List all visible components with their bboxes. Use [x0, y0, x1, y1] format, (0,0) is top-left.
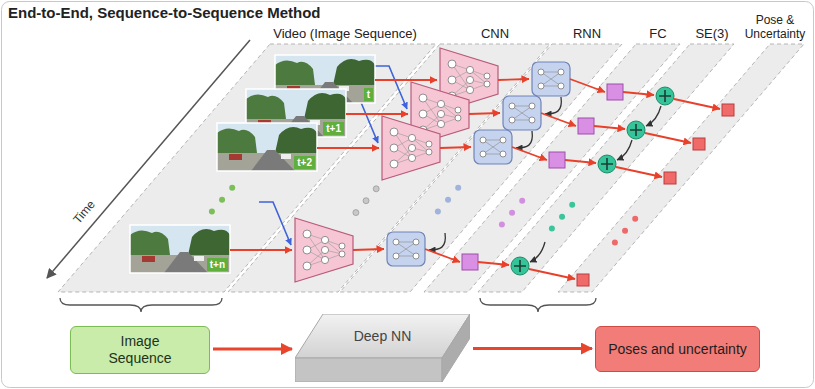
pipeline-illustration — [229, 185, 638, 222]
column-heading: SE(3) — [695, 26, 728, 41]
flow-arrow — [213, 347, 292, 350]
pipeline-illustration — [209, 209, 618, 246]
node-text-box: Image Sequence — [95, 333, 185, 367]
output-box: Poses and uncertainty — [595, 326, 760, 372]
input-box: Image Sequence — [70, 326, 210, 374]
frame-tag: t — [364, 88, 373, 101]
flow-arrow — [473, 347, 592, 350]
column-heading: FC — [649, 26, 666, 41]
column-panels — [58, 44, 804, 292]
node-label: Image Sequence — [95, 333, 185, 367]
pipeline-illustration — [219, 197, 628, 234]
diagram-title: End-to-End, Sequence-to-Sequence Method — [8, 4, 321, 21]
frame-tag: t+n — [207, 258, 228, 271]
network-slab: Deep NN — [295, 314, 470, 382]
slab-front — [295, 358, 442, 382]
bracket — [60, 298, 596, 312]
slab-shape — [295, 314, 470, 382]
column-panels — [558, 44, 804, 292]
pipeline-illustration — [217, 116, 676, 184]
frame-tag: t+2 — [294, 156, 315, 169]
column-heading: Video (Image Sequence) — [273, 26, 417, 41]
node-text-box: Poses and uncertainty — [608, 341, 747, 358]
bracket — [480, 298, 596, 312]
slab-side — [442, 314, 470, 382]
column-heading: Pose & Uncertainty — [739, 14, 811, 42]
bracket — [60, 298, 222, 312]
column-heading: CNN — [481, 26, 509, 41]
node-label: Deep NN — [354, 328, 412, 345]
node-label: Poses and uncertainty — [608, 341, 747, 358]
column-heading: RNN — [573, 26, 601, 41]
slab-top — [295, 314, 470, 358]
frame-tag: t+1 — [323, 122, 344, 135]
pipeline-illustration — [130, 218, 589, 286]
node-text-box: Deep NN — [354, 328, 412, 369]
